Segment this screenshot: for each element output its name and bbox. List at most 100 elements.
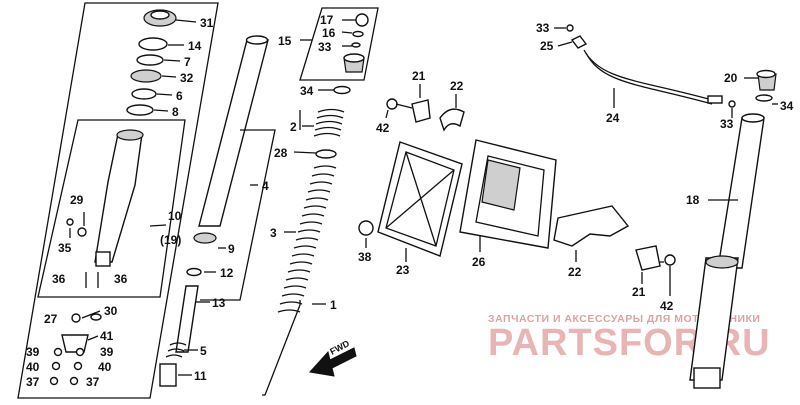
o-ring-33-right <box>728 100 736 108</box>
callout-27: 27 <box>44 312 58 326</box>
bolt-42-bottom <box>664 254 676 266</box>
nut-37-right <box>69 376 79 386</box>
spring-group: 15 17 16 33 34 2 28 3 1 FWD <box>262 7 379 396</box>
fwd-arrow-icon: FWD <box>309 338 357 377</box>
right-fork-group: 33 25 24 20 34 33 18 <box>536 21 794 389</box>
cable-fitting-25 <box>570 35 588 49</box>
callout-18: 18 <box>686 193 700 207</box>
nut-40-left <box>51 361 61 371</box>
callout-37-left: 37 <box>26 375 40 389</box>
callout-30: 30 <box>104 304 118 318</box>
bolt-17 <box>355 13 369 27</box>
drain-bolt <box>77 227 87 237</box>
callout-25: 25 <box>540 39 554 53</box>
callout-24: 24 <box>606 111 620 125</box>
callout-6: 6 <box>176 89 183 103</box>
back-up-ring <box>131 88 157 100</box>
callout-23: 23 <box>396 263 410 277</box>
callout-33-cable: 33 <box>536 21 550 35</box>
callout-19: (19) <box>160 233 181 247</box>
nut-40-right <box>73 361 83 371</box>
center-plate-group: 21 22 42 38 23 26 22 21 42 <box>358 69 676 313</box>
leader-27-30 <box>81 310 101 319</box>
piston-ring <box>193 232 217 244</box>
cable-end <box>707 95 723 104</box>
bracket-1 <box>262 300 301 396</box>
stopper-ring <box>136 54 164 66</box>
spring-seat-28 <box>315 149 337 159</box>
callout-8: 8 <box>172 105 179 119</box>
right-axle-boss <box>693 367 721 389</box>
callout-11: 11 <box>194 369 207 383</box>
stay-22 <box>553 205 630 247</box>
leader-25 <box>557 41 573 47</box>
callout-37-right: 37 <box>86 375 100 389</box>
callout-4: 4 <box>262 179 269 193</box>
spring-spacer <box>313 108 345 137</box>
bracket-21-bottom <box>635 245 661 271</box>
plate-box-shadow <box>481 159 521 211</box>
sealing-washer <box>90 313 102 321</box>
leader-41 <box>87 335 99 341</box>
dust-seal <box>138 37 168 51</box>
callout-22-top: 22 <box>450 79 464 93</box>
callout-10: 10 <box>168 209 182 223</box>
callout-33-top: 33 <box>318 40 332 54</box>
slider-subframe <box>37 119 186 298</box>
callout-40-right: 40 <box>98 360 112 374</box>
fork-spring <box>277 165 337 313</box>
bolt-42-shank <box>395 103 413 109</box>
fork-pipe-top <box>245 35 269 45</box>
callout-21-top: 21 <box>412 69 426 83</box>
callout-22-bottom: 22 <box>568 265 582 279</box>
clamp-22-top <box>439 108 465 132</box>
axle-boss <box>95 251 111 267</box>
oil-lock-piece <box>159 363 177 387</box>
callout-7: 7 <box>184 55 191 69</box>
callout-14: 14 <box>188 39 202 53</box>
callout-21-bottom: 21 <box>632 285 646 299</box>
callout-12: 12 <box>220 266 234 280</box>
o-ring-16 <box>352 30 364 38</box>
callout-38: 38 <box>358 250 372 264</box>
callout-2: 2 <box>290 120 297 134</box>
callout-28: 28 <box>274 146 288 160</box>
fork-pipe-group: 4 9 12 13 5 11 <box>159 35 276 387</box>
guide-bushing <box>126 104 154 116</box>
callout-33-right: 33 <box>720 117 734 131</box>
socket-bolt <box>71 313 81 323</box>
callout-13: 13 <box>212 296 226 310</box>
leader-28 <box>293 151 317 154</box>
nut-37-left <box>49 376 59 386</box>
right-fork-bolt-top <box>756 69 776 79</box>
callout-15: 15 <box>278 34 292 48</box>
right-slider-top <box>705 255 739 269</box>
washer-33-cable <box>566 24 574 32</box>
leader-8 <box>153 109 169 112</box>
callout-1: 1 <box>330 298 337 312</box>
callout-5: 5 <box>200 344 207 358</box>
watermark-subtitle: ЗАПЧАСТИ И АКСЕССУАРЫ ДЛЯ МОТОТЕХНИКИ <box>488 313 760 325</box>
washer <box>66 218 74 226</box>
callout-39-right: 39 <box>100 345 114 359</box>
bolt-42-top <box>386 98 398 110</box>
piston-ring-12 <box>186 267 202 277</box>
callout-32: 32 <box>180 71 194 85</box>
bolt-subframe <box>299 7 379 81</box>
slider-top <box>116 129 144 141</box>
callout-36-right: 36 <box>114 272 128 286</box>
speedometer-cable-2 <box>585 52 713 105</box>
oil-seal <box>130 69 162 83</box>
rebound-spring <box>165 342 187 358</box>
callout-3: 3 <box>270 226 277 240</box>
axle-holder <box>61 334 89 353</box>
leader-32 <box>161 75 177 78</box>
leader-31 <box>175 19 197 23</box>
damper-rod <box>175 285 199 353</box>
fork-bolt-top <box>343 53 365 63</box>
callout-41: 41 <box>100 329 114 343</box>
callout-16: 16 <box>322 26 336 40</box>
fork-pipe <box>198 39 269 227</box>
leader-6 <box>156 93 173 96</box>
